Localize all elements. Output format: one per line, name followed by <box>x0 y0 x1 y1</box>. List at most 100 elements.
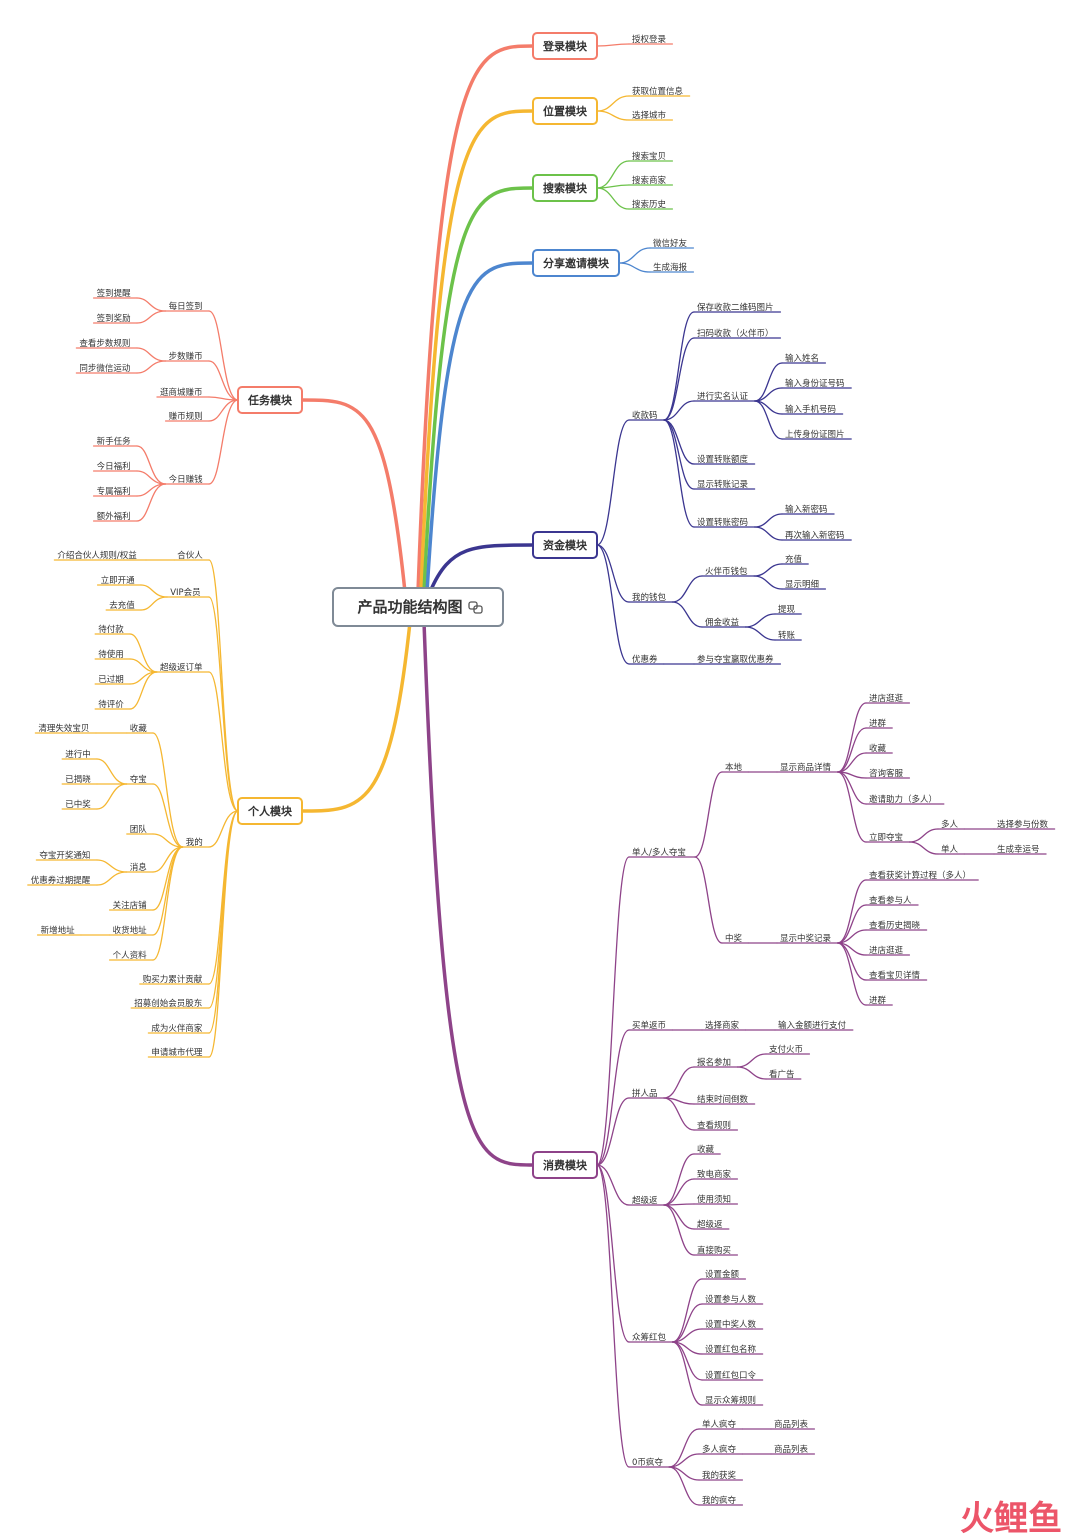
root-node[interactable] <box>332 587 504 627</box>
node-c-0-1a[interactable]: 商品列表 <box>774 1419 809 1430</box>
node-p-team[interactable]: 团队 <box>130 824 148 835</box>
node-p-vip-1[interactable]: 立即开通 <box>101 575 136 586</box>
node-c-r6[interactable]: 进群 <box>869 995 887 1006</box>
node-p-db1[interactable]: 进行中 <box>65 749 91 760</box>
node-c-fanbi[interactable]: 买单返币 <box>632 1020 666 1031</box>
node-p-vip-2[interactable]: 去充值 <box>109 600 135 611</box>
node-t-s1[interactable]: 查看步数规则 <box>79 338 130 349</box>
node-c-d6-single[interactable]: 单人 <box>941 844 959 855</box>
node-c-0-3[interactable]: 我的获奖 <box>702 1470 737 1481</box>
node-c-s5[interactable]: 直接购买 <box>697 1245 731 1256</box>
node-c-p1-1[interactable]: 支付火币 <box>769 1044 803 1055</box>
node-c-r1[interactable]: 查看获奖计算过程（多人） <box>869 870 971 881</box>
node-c-d4[interactable]: 咨询客服 <box>869 768 904 779</box>
node-login-1[interactable]: 授权登录 <box>632 34 667 45</box>
node-p-msg[interactable]: 消息 <box>130 862 148 873</box>
node-c-fb2[interactable]: 输入金额进行支付 <box>778 1020 847 1031</box>
node-p-db3[interactable]: 已中奖 <box>65 799 91 810</box>
node-p-buy[interactable]: 购买力累计贡献 <box>143 974 203 985</box>
node-p-partner-1[interactable]: 介绍合伙人规则/权益 <box>57 550 137 561</box>
node-p-addr1[interactable]: 新增地址 <box>41 925 76 936</box>
node-t-d1[interactable]: 签到提醒 <box>97 288 132 299</box>
node-loc-1[interactable]: 获取位置信息 <box>632 86 684 97</box>
node-c-z4[interactable]: 设置红包名称 <box>705 1344 757 1355</box>
node-c-0-4[interactable]: 我的疯夺 <box>702 1495 737 1506</box>
node-f-w1[interactable]: 火伴币钱包 <box>705 566 748 577</box>
node-f-w1-2[interactable]: 显示明细 <box>785 579 819 590</box>
node-t-steps[interactable]: 步数赚币 <box>169 351 203 362</box>
node-c-r2[interactable]: 查看参与人 <box>869 895 912 906</box>
node-c-z6[interactable]: 显示众筹规则 <box>705 1395 756 1406</box>
node-c-zc[interactable]: 众筹红包 <box>632 1332 667 1343</box>
node-c-chao[interactable]: 超级返 <box>632 1195 658 1206</box>
node-t-d2[interactable]: 签到奖励 <box>97 313 131 324</box>
node-f-c1[interactable]: 保存收款二维码图片 <box>697 302 774 313</box>
node-p-db[interactable]: 夺宝 <box>130 774 147 785</box>
node-c-p1-2[interactable]: 看广告 <box>769 1069 795 1080</box>
module-search[interactable] <box>532 174 598 202</box>
node-c-z3[interactable]: 设置中奖人数 <box>705 1319 757 1330</box>
node-c-d5[interactable]: 邀请助力（多人） <box>869 794 937 805</box>
module-share[interactable] <box>532 249 620 277</box>
module-task[interactable] <box>237 386 303 414</box>
node-c-r3[interactable]: 查看历史揭晓 <box>869 920 921 931</box>
node-f-c4[interactable]: 设置转账额度 <box>697 454 749 465</box>
node-c-d6-single-1[interactable]: 生成幸运号 <box>997 844 1040 855</box>
module-funds[interactable] <box>532 531 598 559</box>
node-t-t2[interactable]: 今日福利 <box>97 461 131 472</box>
node-c-d2[interactable]: 进群 <box>869 718 887 729</box>
node-p-shop[interactable]: 关注店铺 <box>113 900 148 911</box>
node-p-msg2[interactable]: 优惠券过期提醒 <box>31 875 91 886</box>
node-p-msg1[interactable]: 夺宝开奖通知 <box>39 850 90 861</box>
node-c-s2[interactable]: 致电商家 <box>697 1169 732 1180</box>
node-f-wallet[interactable]: 我的钱包 <box>632 592 667 603</box>
module-personal[interactable] <box>237 797 303 825</box>
node-f-w2-1[interactable]: 提现 <box>778 604 796 615</box>
node-p-order[interactable]: 超级返订单 <box>160 662 203 673</box>
node-c-d6-multi[interactable]: 多人 <box>941 819 959 830</box>
node-srch-1[interactable]: 搜索宝贝 <box>632 151 666 162</box>
node-t-today[interactable]: 今日赚钱 <box>169 474 204 485</box>
node-t-t1[interactable]: 新手任务 <box>97 436 132 447</box>
node-f-c3[interactable]: 进行实名认证 <box>697 391 749 402</box>
node-loc-2[interactable]: 选择城市 <box>632 110 667 121</box>
node-f-c3-1[interactable]: 输入姓名 <box>785 353 819 364</box>
node-p-o2[interactable]: 待使用 <box>98 649 124 660</box>
node-t-mall[interactable]: 逛商城赚币 <box>160 387 203 398</box>
module-location[interactable] <box>532 97 598 125</box>
node-p-merchant[interactable]: 成为火伴商家 <box>151 1023 203 1034</box>
node-c-detail[interactable]: 显示商品详情 <box>780 762 832 773</box>
node-f-c6[interactable]: 设置转账密码 <box>697 517 748 528</box>
node-srch-3[interactable]: 搜索历史 <box>632 199 667 210</box>
node-t-t4[interactable]: 额外福利 <box>97 511 131 522</box>
node-c-s3[interactable]: 使用须知 <box>697 1194 731 1205</box>
node-f-c3-4[interactable]: 上传身份证图片 <box>785 429 845 440</box>
node-c-local[interactable]: 本地 <box>725 762 743 773</box>
node-p-o3[interactable]: 已过期 <box>98 674 124 685</box>
node-c-d1[interactable]: 进店逛逛 <box>869 693 904 704</box>
node-t-rule[interactable]: 赚币规则 <box>169 411 203 422</box>
node-f-c6-2[interactable]: 再次输入新密码 <box>785 530 845 541</box>
node-c-d3[interactable]: 收藏 <box>869 743 887 754</box>
node-f-c6-1[interactable]: 输入新密码 <box>785 504 828 515</box>
node-t-s2[interactable]: 同步微信运动 <box>79 363 131 374</box>
node-p-addr[interactable]: 收货地址 <box>113 925 148 936</box>
node-f-w2[interactable]: 佣金收益 <box>705 617 740 628</box>
node-p-mine[interactable]: 我的 <box>186 837 203 848</box>
node-p-vip[interactable]: VIP会员 <box>170 587 200 598</box>
node-c-0-2[interactable]: 多人疯夺 <box>702 1444 737 1455</box>
node-c-win[interactable]: 中奖 <box>725 933 743 944</box>
node-c-p2[interactable]: 结束时间倒数 <box>697 1094 749 1105</box>
node-c-r5[interactable]: 查看宝贝详情 <box>869 970 921 981</box>
node-c-p1[interactable]: 报名参加 <box>697 1057 731 1068</box>
node-c-p3[interactable]: 查看规则 <box>697 1120 731 1131</box>
node-p-o1[interactable]: 待付款 <box>98 624 124 635</box>
node-p-profile[interactable]: 个人资料 <box>113 950 148 961</box>
node-c-r4[interactable]: 进店逛逛 <box>869 945 904 956</box>
node-t-t3[interactable]: 专属福利 <box>97 486 131 497</box>
node-f-c3-3[interactable]: 输入手机号码 <box>785 404 836 415</box>
node-f-c2[interactable]: 扫码收款（火伴币） <box>697 328 774 339</box>
module-login[interactable] <box>532 32 598 60</box>
node-c-fb1[interactable]: 选择商家 <box>705 1020 740 1031</box>
node-p-db2[interactable]: 已揭晓 <box>65 774 91 785</box>
